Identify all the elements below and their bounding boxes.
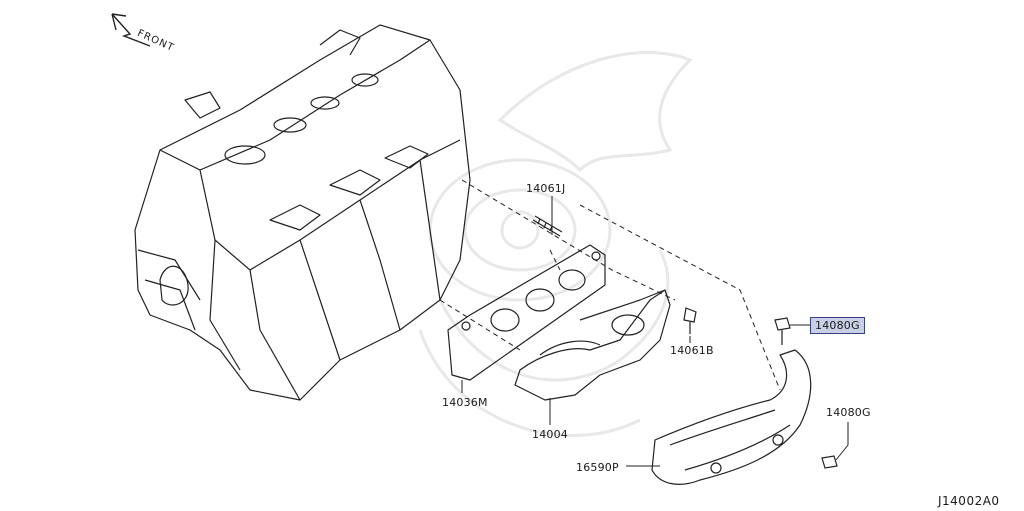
exhaust-manifold-part (514, 289, 671, 401)
part-label-14004[interactable]: 14004 (532, 428, 568, 441)
part-label-14080G-lower[interactable]: 14080G (826, 406, 871, 419)
gasket-part (447, 244, 606, 381)
part-label-14036M[interactable]: 14036M (442, 396, 488, 409)
leader-lines (461, 196, 849, 467)
diagram-id: J14002A0 (938, 494, 1000, 508)
bolt-part-upper (774, 317, 791, 345)
watermark-emblem (418, 51, 693, 437)
part-label-14061B[interactable]: 14061B (670, 344, 714, 357)
part-label-14061J[interactable]: 14061J (526, 182, 566, 195)
part-label-14080G-highlighted[interactable]: 14080G (810, 317, 865, 334)
stud-part (532, 215, 563, 237)
front-arrow-icon (111, 13, 151, 47)
nut-part (683, 307, 697, 334)
alignment-dashes (439, 179, 781, 391)
engine-block (134, 24, 471, 401)
part-label-16590P[interactable]: 16590P (576, 461, 619, 474)
heat-shield-part (651, 349, 812, 485)
bolt-part-lower (821, 455, 838, 469)
